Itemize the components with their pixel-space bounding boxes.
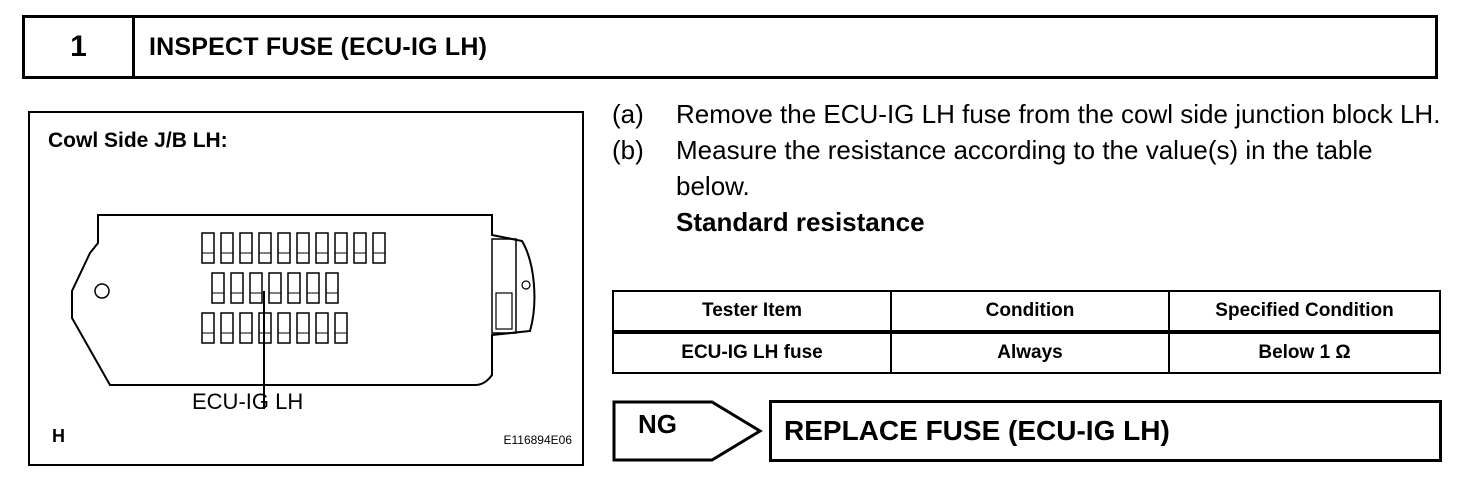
fuse-slot bbox=[258, 232, 272, 264]
table-cell: Always bbox=[890, 331, 1170, 374]
column-header: Condition bbox=[890, 290, 1170, 333]
mounting-hole-right bbox=[521, 280, 531, 290]
column-header: Tester Item bbox=[612, 290, 892, 333]
junction-block-diagram bbox=[71, 214, 536, 409]
step-title: INSPECT FUSE (ECU-IG LH) bbox=[149, 32, 488, 61]
instructions: (a) Remove the ECU-IG LH fuse from the c… bbox=[612, 96, 1442, 240]
fuse-slot bbox=[239, 312, 253, 344]
instruction-step: (b) Measure the resistance according to … bbox=[612, 132, 1442, 204]
step-number: 1 bbox=[25, 18, 135, 76]
fuse-slot bbox=[372, 232, 386, 264]
step-text: Remove the ECU-IG LH fuse from the cowl … bbox=[676, 99, 1441, 129]
instruction-step: (a) Remove the ECU-IG LH fuse from the c… bbox=[612, 96, 1442, 132]
ng-arrow-icon bbox=[612, 400, 763, 462]
fuse-callout-label: ECU-IG LH bbox=[192, 389, 304, 414]
table-cell: ECU-IG LH fuse bbox=[612, 331, 892, 374]
step-text: Measure the resistance according to the … bbox=[676, 135, 1373, 201]
fuse-slot bbox=[249, 272, 263, 304]
standard-resistance-heading: Standard resistance bbox=[676, 207, 925, 237]
step-label: (b) bbox=[612, 135, 644, 165]
table-header-row: Tester Item Condition Specified Conditio… bbox=[612, 290, 1441, 333]
ng-label: NG bbox=[638, 409, 677, 439]
fuse-slot bbox=[220, 312, 234, 344]
mounting-hole-left bbox=[94, 283, 110, 299]
fuse-slot bbox=[220, 232, 234, 264]
fuse-slot bbox=[353, 232, 367, 264]
junction-block-illustration: Cowl Side J/B LH: ECU-IG LH H E116894E06 bbox=[28, 111, 584, 466]
fuse-slot bbox=[230, 272, 244, 304]
fuse-slot bbox=[287, 272, 301, 304]
right-connector bbox=[491, 238, 517, 334]
figure-caption: Cowl Side J/B LH: bbox=[48, 129, 228, 152]
fuse-slot bbox=[296, 312, 310, 344]
figure-code: E116894E06 bbox=[503, 433, 572, 447]
specification-table: Tester Item Condition Specified Conditio… bbox=[612, 290, 1441, 374]
fuse-slot bbox=[201, 232, 215, 264]
fuse-slot bbox=[315, 232, 329, 264]
fuse-slot bbox=[296, 232, 310, 264]
step-header: 1 INSPECT FUSE (ECU-IG LH) bbox=[22, 15, 1438, 79]
table-row: ECU-IG LH fuse Always Below 1 Ω bbox=[612, 331, 1441, 374]
fuse-slot bbox=[315, 312, 329, 344]
fuse-slot bbox=[325, 272, 339, 304]
replace-fuse-action: REPLACE FUSE (ECU-IG LH) bbox=[769, 400, 1442, 462]
fuse-slot bbox=[268, 272, 282, 304]
fuse-slot bbox=[306, 272, 320, 304]
figure-corner-mark: H bbox=[52, 426, 65, 446]
fuse-slot bbox=[201, 312, 215, 344]
fuse-slot bbox=[334, 232, 348, 264]
fuse-slot bbox=[334, 312, 348, 344]
fuse-slot bbox=[239, 232, 253, 264]
fuse-grid bbox=[201, 232, 386, 344]
table-cell: Below 1 Ω bbox=[1168, 331, 1441, 374]
column-header: Specified Condition bbox=[1168, 290, 1441, 333]
step-label: (a) bbox=[612, 99, 644, 129]
fuse-slot bbox=[277, 312, 291, 344]
fuse-slot bbox=[211, 272, 225, 304]
junction-block-outline bbox=[71, 214, 536, 386]
fuse-slot bbox=[277, 232, 291, 264]
